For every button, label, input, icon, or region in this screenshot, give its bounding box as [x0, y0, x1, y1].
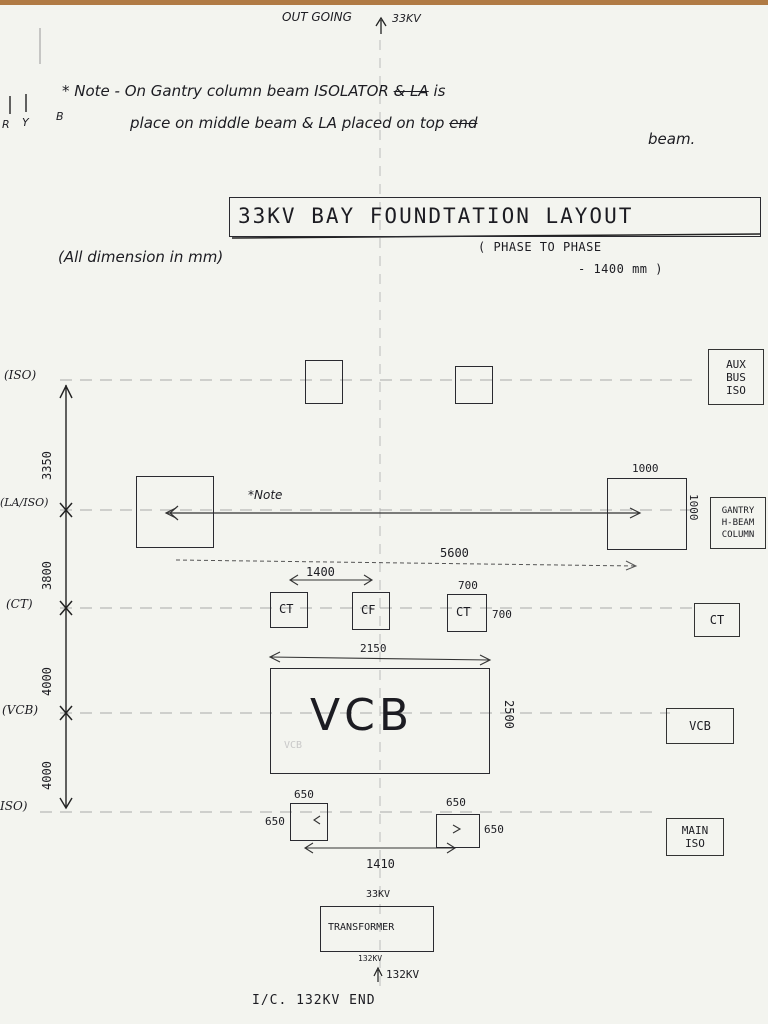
row-tag-iso-top: (ISO): [4, 368, 37, 382]
ct-foundation-1-label: CT: [279, 602, 294, 616]
note-line-1: * Note - On Gantry column beam ISOLATOR …: [62, 82, 445, 100]
ref-aux-bus-iso-line1: AUX: [726, 357, 746, 371]
ct-foundation-3: [447, 594, 487, 632]
iso-right-size-side: 650: [484, 823, 504, 836]
row-tag-la-iso: (LA/ISO): [0, 496, 49, 509]
row-tag-ct: (CT): [6, 597, 33, 611]
gantry-height-label: 1000: [687, 494, 700, 521]
transformer-top-label: 33KV: [366, 889, 391, 900]
note-line-1-struck: & LA: [393, 82, 429, 100]
gantry-width-label: 1000: [632, 462, 659, 475]
transformer-foundation: [320, 906, 434, 952]
gantry-foundation-right: [607, 478, 687, 550]
iso-spacing-label: 1410: [366, 857, 395, 871]
phase-y: Y: [22, 116, 29, 129]
vcb-faint-label: VCB: [284, 740, 303, 751]
note-line-2: place on middle beam & LA placed on top …: [130, 114, 477, 132]
ref-ct: CT: [694, 603, 740, 637]
ct-foundation-1: [270, 592, 308, 628]
main-iso-foundation-right: [436, 814, 480, 848]
incoming-end-label: I/C. 132KV END: [252, 993, 376, 1008]
vcb-width-line: [269, 656, 491, 661]
row-tag-iso-bottom: ISO): [0, 799, 28, 813]
ref-ct-label: CT: [709, 612, 725, 627]
aux-iso-foundation-1: [305, 360, 343, 404]
note-line-2-struck: end: [449, 114, 478, 132]
ref-vcb: VCB: [666, 708, 734, 744]
ct-spacing-label: 1400: [306, 565, 335, 579]
dim-4000-a: 4000: [40, 667, 54, 696]
aux-iso-foundation-2: [455, 366, 493, 404]
note-marker: *Note: [248, 488, 283, 502]
note-line-2-text: place on middle beam & LA placed on top: [130, 114, 445, 132]
top-paper-edge: [0, 0, 768, 5]
outgoing-voltage: 33KV: [392, 12, 421, 25]
ref-gantry-line2: H-BEAM: [721, 518, 755, 528]
gantry-span-label: 5600: [440, 546, 469, 560]
note-line-1-text: * Note - On Gantry column beam ISOLATOR: [62, 82, 389, 100]
dimension-note: (All dimension in mm): [58, 248, 224, 266]
transformer-label: TRANSFORMER: [328, 922, 395, 933]
ref-main-iso-line1: MAIN: [681, 824, 709, 837]
dim-3350: 3350: [40, 451, 54, 480]
x-marks: [59, 502, 73, 721]
cf-foundation-label: CF: [361, 603, 376, 617]
iso-right-size-top: 650: [446, 796, 466, 809]
ref-aux-bus-iso: AUX BUS ISO: [708, 349, 764, 405]
cf-foundation: [352, 592, 390, 630]
ct-size-width: 700: [458, 579, 478, 592]
row-tag-vcb: (VCB): [2, 703, 39, 717]
note-line-3: beam.: [648, 130, 696, 148]
vcb-width-label: 2150: [360, 642, 387, 655]
gantry-foundation-left: [136, 476, 214, 548]
ref-gantry-line3: COLUMN: [721, 530, 755, 540]
dim-3800: 3800: [40, 561, 54, 590]
diagram-title: 33KV BAY FOUNDTATION LAYOUT: [238, 204, 634, 228]
ct-size-height: 700: [492, 608, 512, 621]
ref-main-iso-line2: ISO: [685, 837, 705, 850]
iso-left-size-side: 650: [265, 815, 285, 828]
ct-foundation-3-label: CT: [456, 605, 471, 619]
main-iso-foundation-left: [290, 803, 328, 841]
ref-aux-bus-iso-line3: ISO: [726, 383, 746, 397]
span-5600-line: [175, 559, 637, 567]
incoming-voltage: 132KV: [386, 968, 420, 981]
ref-gantry-column: GANTRY H-BEAM COLUMN: [710, 497, 766, 549]
phase-note-2: - 1400 mm ): [578, 262, 663, 276]
ref-main-iso: MAIN ISO: [666, 818, 724, 856]
phase-b: B: [56, 110, 64, 123]
vcb-foundation: [270, 668, 490, 774]
phase-r: R: [2, 118, 10, 131]
ref-vcb-label: VCB: [689, 718, 711, 733]
transformer-bottom-label: 132KV: [358, 954, 383, 963]
ref-aux-bus-iso-line2: BUS: [726, 370, 746, 384]
ref-gantry-line1: GANTRY: [721, 506, 755, 516]
dim-4000-b: 4000: [40, 761, 54, 790]
phase-note-1: ( PHASE TO PHASE: [478, 240, 602, 254]
vcb-label: VCB: [310, 690, 414, 741]
iso-left-size-top: 650: [294, 788, 314, 801]
vcb-height-label: 2500: [502, 700, 516, 729]
note-line-1-end: is: [433, 82, 446, 100]
outgoing-label: OUT GOING: [282, 10, 352, 24]
title-box: [229, 197, 761, 237]
